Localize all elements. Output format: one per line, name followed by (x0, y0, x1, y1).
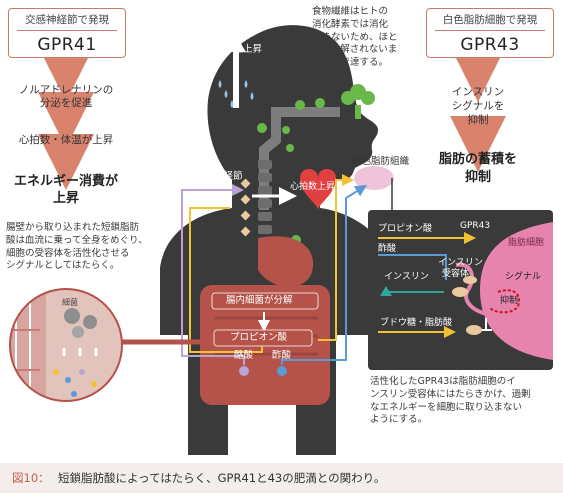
gpr41-header-sub: 交感神経節で発現 (25, 14, 109, 26)
butyric-acid-dot (239, 366, 249, 376)
caption-figure-number: 図10： (12, 471, 50, 485)
esophagus (259, 107, 340, 210)
gpr41-header-title: GPR41 (17, 30, 117, 55)
caption-text: 短鎖脂肪酸によってはたらく、GPR41と43の肥満との関わり。 (58, 471, 386, 485)
intestinal-wall-zoom (9, 288, 123, 402)
gpr41-result-line1: エネルギー消費が (13, 174, 118, 189)
inset-acetic-label: 酢酸 (378, 244, 397, 254)
fiber-note-line: 消化酵素では消化 (312, 18, 389, 30)
heart-icon (300, 169, 336, 210)
gpr43-note: 活性化したGPR43は脂肪細胞のイ ンスリン受容体にはたらきかけ、過剰 なエネル… (370, 376, 531, 427)
gpr43-header-sub: 白色脂肪細胞で発現 (442, 14, 538, 26)
stomach (258, 236, 314, 287)
white-fat-tissue (354, 166, 394, 190)
inset-gpr43-label: GPR43 (460, 221, 491, 231)
inset-glucose-label: ブドウ糖・脂肪酸 (380, 318, 453, 328)
bacteria-label: 細菌 (62, 298, 78, 307)
inset-inhibit-label: 抑制 (500, 296, 519, 306)
inset-signal-label: シグナル (505, 272, 542, 282)
gpr41-step1-line2: 分泌を促進 (39, 97, 93, 109)
propionic-label: プロピオン酸 (230, 332, 288, 343)
gpr43-note-line: ようにする。 (370, 414, 428, 426)
white-fat-label: 白色脂肪組織 (352, 156, 410, 167)
gut-bacteria-label: 腸内細菌が分解 (226, 295, 293, 306)
gpr41-step1-line1: ノルアドレナリンの (18, 84, 114, 96)
gpr41-header: 交感神経節で発現 GPR41 (8, 8, 126, 58)
gpr43-note-line: ンスリン受容体にはたらきかけ、過剰 (370, 388, 531, 400)
propionic-to-fat-yellow (318, 174, 354, 341)
temp-up-label: 体温上昇 (224, 44, 263, 55)
scfa-note-line: 細胞の受容体を活性化させる (6, 247, 130, 259)
heart-rate-label: 心拍数上昇 (290, 182, 336, 192)
gpr43-header-title: GPR43 (435, 30, 545, 55)
spine (258, 160, 272, 247)
gpr43-result-line1: 脂肪の蓄積を (438, 152, 517, 167)
acetic-acid-dot (277, 366, 287, 376)
fiber-note-line: できないため、ほと (312, 31, 398, 43)
gpr43-result-line2: 抑制 (464, 170, 491, 185)
fat-cell-inset (368, 210, 553, 370)
sympathetic-label: 交感神経節 (195, 171, 243, 182)
broccoli-icon (341, 84, 375, 119)
scfa-note-line: 腸壁から取り込まれた短鎖脂肪 (6, 222, 140, 233)
gpr43-note-line: 活性化したGPR43は脂肪細胞のイ (370, 376, 516, 387)
gpr43-step1-line3: 抑制 (467, 114, 489, 126)
gpr43-note-line: なエネルギーを細胞に取り込まない (370, 401, 523, 413)
sweat-drops (218, 80, 254, 108)
scfa-note-line: シグナルとしてはたらく。 (6, 260, 120, 272)
inset-fat-cell-label: 脂肪細胞 (508, 238, 545, 248)
inset-propionic-label: プロピオン酸 (378, 224, 433, 234)
acetic-label: 酢酸 (272, 350, 292, 361)
fiber-note-line: 食物繊維はヒトの (312, 6, 389, 17)
scfa-note-line: 酸は血流に乗って全身をめぐり、 (6, 234, 148, 246)
gpr41-result-line2: 上昇 (52, 191, 79, 206)
fiber-note-line: んど分解されないま (312, 44, 398, 56)
gpr43-step1-line1: インスリン (451, 86, 505, 98)
acetic-to-fat-blue (281, 184, 368, 365)
gpr41-step2: 心拍数・体温が上昇 (18, 134, 114, 146)
fiber-note: 食物繊維はヒトの 消化酵素では消化 できないため、ほと んど分解されないま ま腸… (312, 6, 398, 70)
inset-insulin-label: インスリン (384, 272, 429, 282)
inset-receptor-label-1: インスリン (438, 258, 483, 268)
nerve-path-purple (181, 184, 245, 365)
fiber-note-line: ま腸まで達する。 (312, 57, 389, 69)
food-fragments (257, 98, 325, 262)
gpr43-header: 白色脂肪細胞で発現 GPR43 (426, 8, 554, 58)
figure-caption: 図10： 短鎖脂肪酸によってはたらく、GPR41と43の肥満との関わり。 (0, 463, 563, 493)
gpr43-step1-line2: シグナルを (451, 100, 505, 112)
butyric-label: 酪酸 (234, 350, 254, 361)
scfa-note: 腸壁から取り込まれた短鎖脂肪 酸は血流に乗って全身をめぐり、 細胞の受容体を活性… (6, 222, 148, 273)
temperature-up-arrow (226, 36, 246, 108)
inset-receptor-label-2: 受容体 (442, 269, 470, 279)
propionic-path-yellow (189, 207, 263, 353)
bacteria-label-box (211, 292, 319, 310)
